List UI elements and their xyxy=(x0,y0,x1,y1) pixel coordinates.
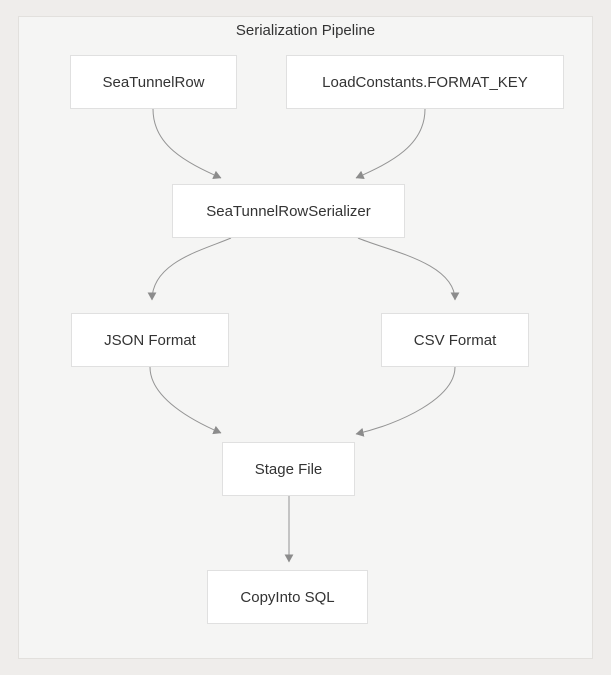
node-json-format: JSON Format xyxy=(71,313,229,367)
node-csv-format: CSV Format xyxy=(381,313,529,367)
node-seatunnel-row-serializer: SeaTunnelRowSerializer xyxy=(172,184,405,238)
node-load-constants-format-key: LoadConstants.FORMAT_KEY xyxy=(286,55,564,109)
node-copyinto-sql: CopyInto SQL xyxy=(207,570,368,624)
node-stage-file: Stage File xyxy=(222,442,355,496)
diagram-title: Serialization Pipeline xyxy=(235,22,376,39)
node-seatunnel-row: SeaTunnelRow xyxy=(70,55,237,109)
